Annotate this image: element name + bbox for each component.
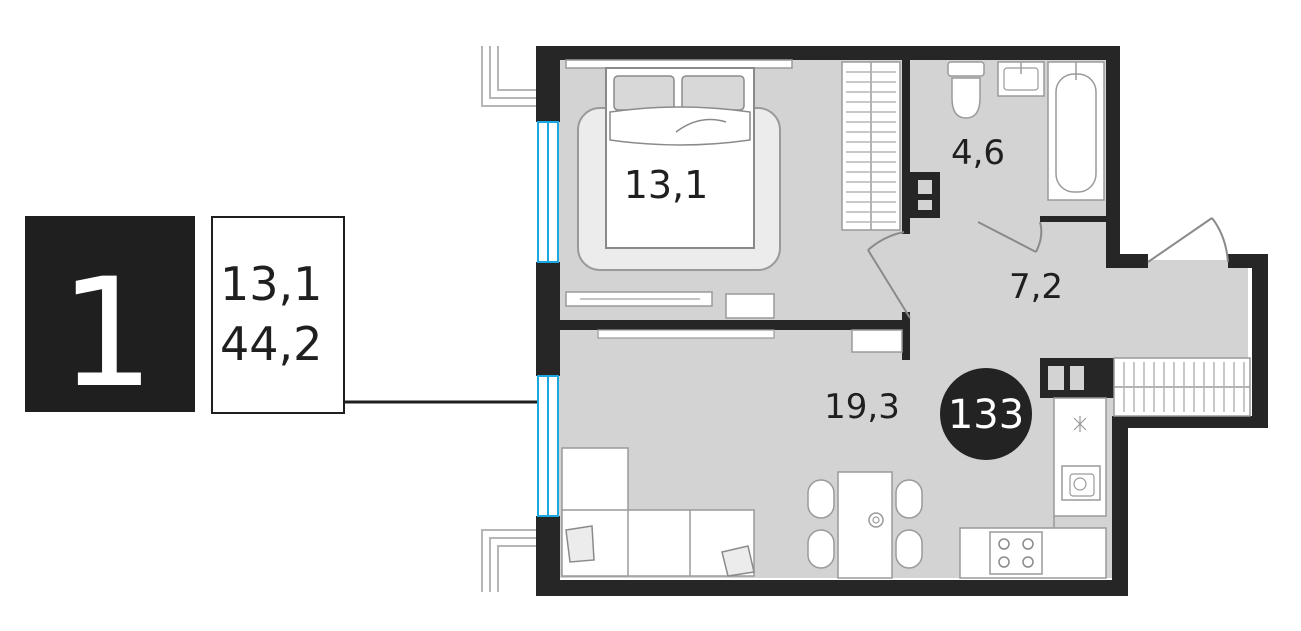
bathtub (1047, 61, 1105, 201)
stove (989, 531, 1043, 575)
bathroom-area-label: 4,6 (951, 133, 1005, 173)
bed (565, 59, 793, 249)
toilet (947, 61, 985, 119)
sofa (561, 447, 755, 577)
rooms-count-box (25, 216, 195, 412)
balcony-rail-top (481, 46, 536, 107)
window-bedroom (537, 121, 559, 263)
rooms-count: 1 (59, 247, 154, 421)
bedroom-area-label: 13,1 (624, 163, 709, 207)
hallway-wardrobe (1113, 357, 1251, 417)
tv-stand (565, 291, 775, 319)
hallway-area-label: 7,2 (1009, 267, 1063, 307)
floor-area (558, 58, 1248, 578)
washbasin (997, 61, 1045, 97)
door-bedroom (867, 231, 911, 319)
area-box (211, 216, 345, 414)
shelf (597, 329, 903, 353)
wardrobe (841, 61, 901, 231)
balcony-rail-bottom (481, 529, 536, 592)
apartment-number: 133 (948, 392, 1024, 438)
apartment-number-badge (940, 368, 1032, 460)
living-area-value: 13,1 (220, 257, 322, 311)
window-living (537, 375, 559, 517)
kitchen-sink (1061, 465, 1101, 501)
door-bathroom (977, 221, 1043, 253)
living-area-label: 19,3 (824, 387, 900, 427)
total-area-value: 44,2 (220, 317, 322, 371)
dining-table (807, 471, 923, 579)
door-entrance (1147, 217, 1229, 263)
walls (536, 46, 1268, 596)
